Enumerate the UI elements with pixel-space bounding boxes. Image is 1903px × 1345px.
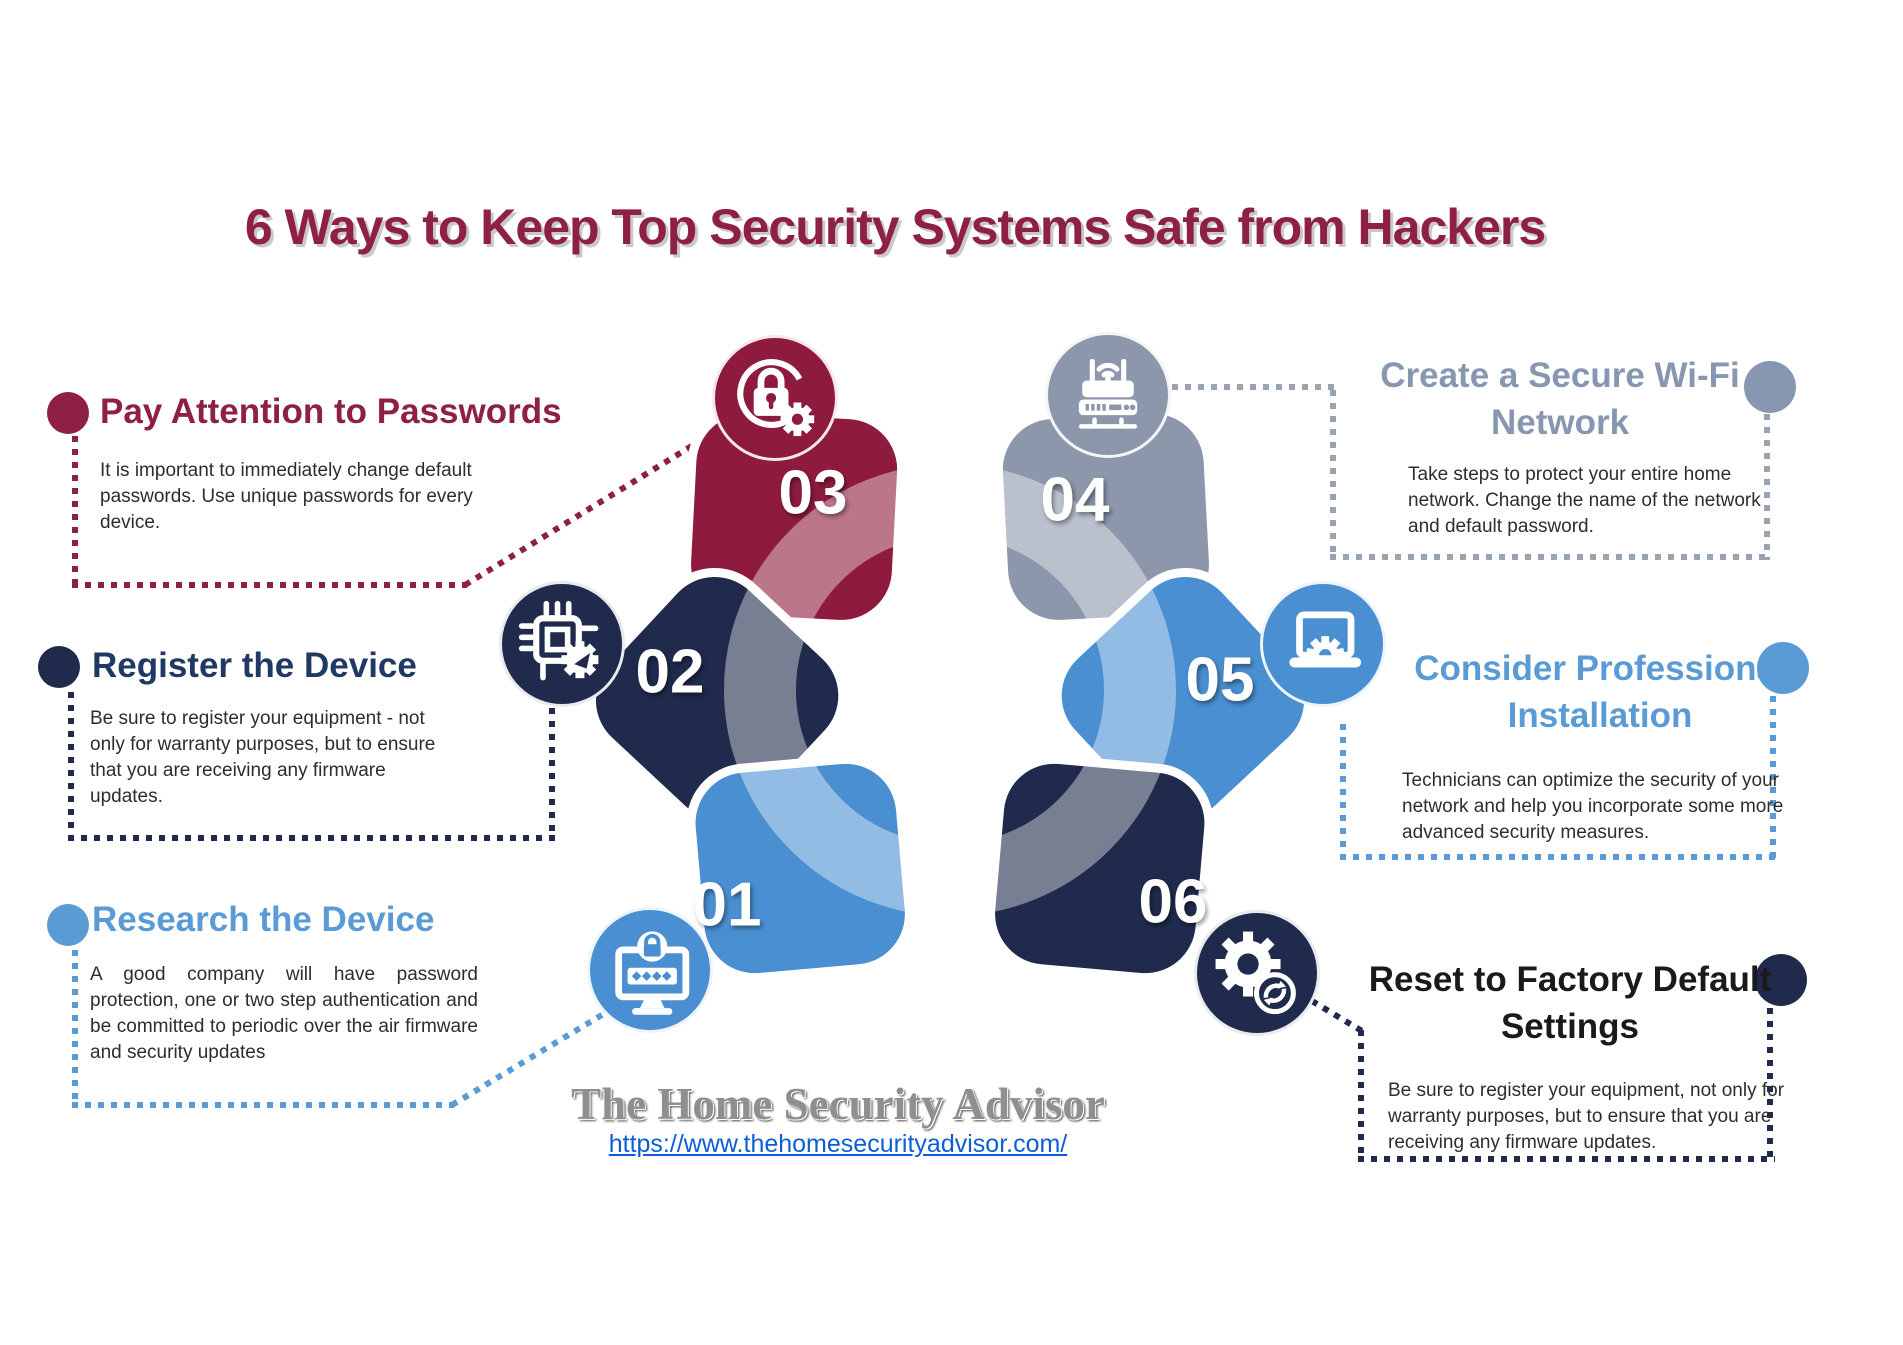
connector-step6-right [1767,1008,1773,1162]
step6-body: Be sure to register your equipment, not … [1388,1080,1785,1153]
step3-body: It is important to immediately change de… [100,460,473,533]
bullet-step3 [47,392,89,434]
connector-step6-left [1358,1030,1364,1162]
petal-01 [686,754,914,983]
step4-icon-circle [1045,332,1171,458]
step5-heading: Consider Professional Installation [1414,649,1786,736]
gear-sync-icon [1215,931,1296,1015]
step2-heading: Register the Device [92,646,417,685]
connector-step2-right [549,708,555,840]
connector-step4-right [1764,414,1770,560]
connector-step4-icon [1172,384,1334,390]
petal-06 [986,754,1214,983]
brand-name: The Home Security Advisor [571,1079,1105,1129]
monitor-password-icon [615,931,690,1015]
step6-heading: Reset to Factory Default Settings [1368,960,1772,1047]
connector-step1-left [72,950,78,1108]
page-title: 6 Ways to Keep Top Security Systems Safe… [244,199,1546,255]
connector-step5-left [1340,724,1346,860]
connector-step5-bottom [1340,854,1778,860]
step3-heading: Pay Attention to Passwords [100,392,562,431]
step5-number: 05 [1185,645,1255,715]
bullet-step6 [1755,954,1807,1006]
bullet-step5 [1757,642,1809,694]
laptop-gear-icon [1289,611,1362,668]
step2-icon-circle [499,581,625,707]
center-ring [724,464,1176,916]
connector-step2-left [68,692,74,840]
bullet-step4 [1744,361,1796,413]
step3-icon-circle [712,335,838,461]
chip-gear-icon [518,600,599,681]
router-wifi-icon [1078,358,1138,429]
step2-body: Be sure to register your equipment - not… [90,708,436,807]
brand-block: The Home Security Advisor https://www.th… [518,1078,1158,1159]
bullet-step1 [47,904,89,946]
step1-icon-circle [587,907,713,1033]
connector-step4-bottom [1330,554,1772,560]
step1-body: A good company will have password protec… [90,964,478,1063]
bullet-step2 [38,646,80,688]
connector-step3-bottom [72,582,467,588]
step5-body: Technicians can optimize the security of… [1402,770,1784,843]
step4-heading: Create a Secure Wi-Fi Network [1380,356,1740,443]
connector-step3-left [72,436,78,588]
step6-number: 06 [1138,867,1208,937]
step1-number: 01 [692,870,762,940]
step4-body: Take steps to protect your entire home n… [1408,464,1761,537]
step3-number: 03 [778,458,848,528]
step2-number: 02 [635,637,705,707]
connector-step4-left [1330,390,1336,560]
connector-step5-right [1770,696,1776,860]
connector-step6-bottom [1358,1156,1775,1162]
connector-step2-bottom [68,835,556,841]
lock-gear-icon [737,359,815,437]
step1-heading: Research the Device [92,900,435,939]
step6-icon-circle [1194,910,1320,1036]
connector-step1-bottom [72,1102,454,1108]
step4-number: 04 [1040,465,1110,535]
brand-url-link[interactable]: https://www.thehomesecurityadvisor.com/ [608,1130,1068,1158]
step5-icon-circle [1260,581,1386,707]
